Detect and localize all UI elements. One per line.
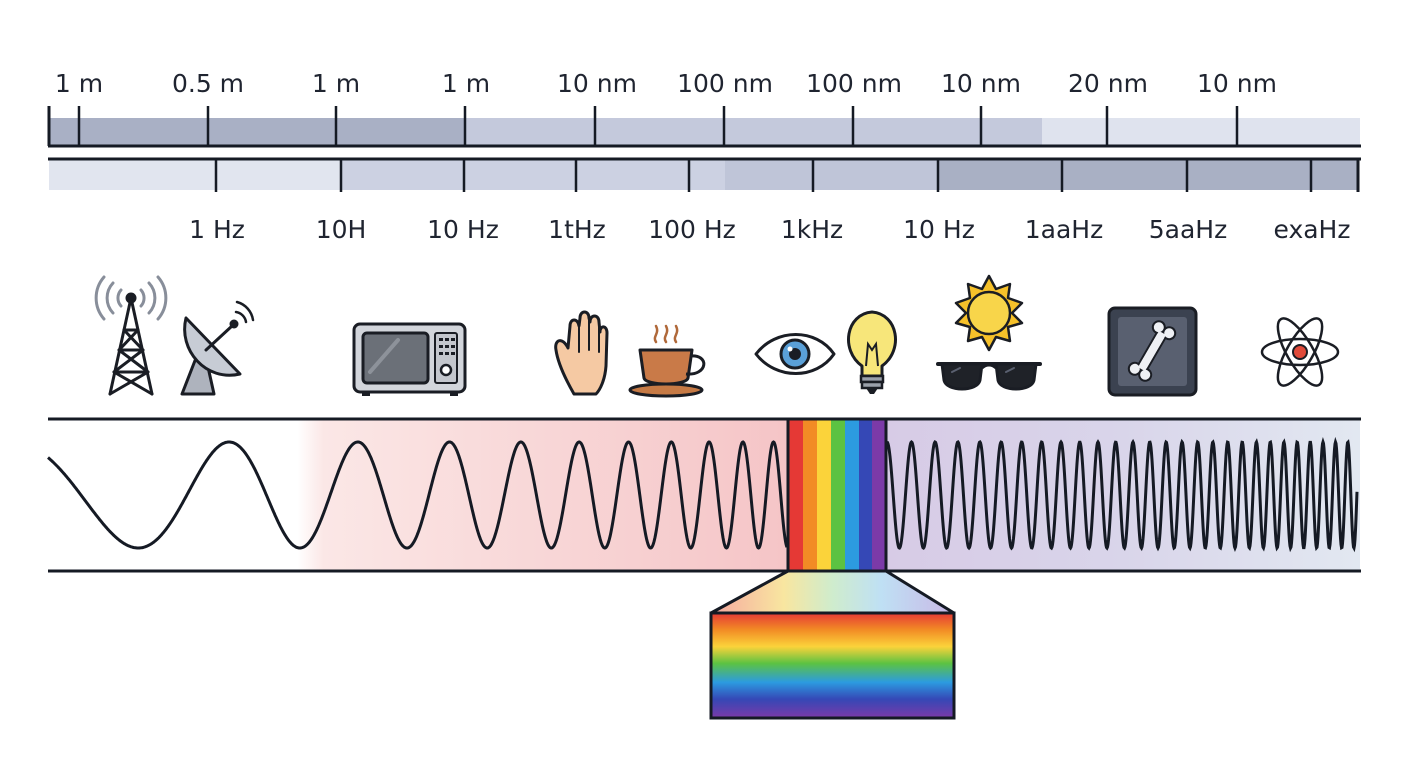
wave-low-frequency xyxy=(47,440,789,550)
hand-icon xyxy=(554,310,609,396)
frequency-label: 1tHz xyxy=(548,215,606,244)
wavelength-label: 1 m xyxy=(442,69,490,98)
wavelength-scale: 1 m 0.5 m 1 m 1 m 10 nm 100 nm 100 nm 10… xyxy=(47,69,1361,148)
wavelength-label: 10 nm xyxy=(1197,69,1277,98)
wavelength-label: 10 nm xyxy=(557,69,637,98)
spectrum-band-indigo xyxy=(859,419,872,571)
xray-bone-icon xyxy=(1107,306,1198,397)
wavelength-label: 20 nm xyxy=(1068,69,1148,98)
frequency-labels: 1 Hz 10H 10 Hz 1tHz 100 Hz 1kHz 10 Hz 1a… xyxy=(189,215,1350,244)
wavelength-bar-light xyxy=(1042,118,1360,146)
wavelength-bar-mid xyxy=(464,118,1042,146)
light-bulb-icon xyxy=(847,310,897,394)
spectrum-band-blue xyxy=(845,419,859,571)
frequency-bar-light xyxy=(49,160,341,190)
frequency-label: 1 Hz xyxy=(189,215,245,244)
spectrum-band-orange xyxy=(803,419,817,571)
frequency-label: exaHz xyxy=(1274,215,1351,244)
frequency-bar-mid2 xyxy=(725,160,938,190)
coffee-cup-icon xyxy=(628,324,706,398)
radio-tower-icon xyxy=(94,275,168,396)
wavelength-label: 1 m xyxy=(312,69,360,98)
visible-spectrum-strip xyxy=(786,417,888,573)
wave-high-frequency xyxy=(886,436,1359,553)
icons-row xyxy=(94,274,1340,398)
prism-funnel xyxy=(709,569,956,615)
spectrum-band-violet xyxy=(872,419,886,571)
wavelength-label: 10 nm xyxy=(941,69,1021,98)
wavelength-bar-dark xyxy=(49,118,464,146)
spectrum-band-red xyxy=(789,419,803,571)
wavelength-label: 0.5 m xyxy=(172,69,244,98)
satellite-dish-icon xyxy=(180,300,255,396)
frequency-label: 5aaHz xyxy=(1149,215,1227,244)
sunglasses-icon xyxy=(936,362,1042,391)
spectrum-band-green xyxy=(831,419,845,571)
wave-band xyxy=(47,417,1361,573)
frequency-label: 100 Hz xyxy=(648,215,736,244)
prism-projection xyxy=(709,569,956,720)
atom-icon xyxy=(1260,317,1340,387)
wavelength-label: 100 nm xyxy=(677,69,773,98)
frequency-bar-mid xyxy=(341,160,725,190)
wavelength-ticks xyxy=(77,106,1239,146)
eye-icon xyxy=(754,333,836,375)
frequency-label: 10 Hz xyxy=(903,215,975,244)
frequency-label: 10 Hz xyxy=(427,215,499,244)
frequency-label: 1kHz xyxy=(781,215,843,244)
frequency-bar-dark xyxy=(938,160,1358,190)
frequency-ticks xyxy=(214,159,1313,192)
frequency-scale: 1 Hz 10H 10 Hz 1tHz 100 Hz 1kHz 10 Hz 1a… xyxy=(48,157,1361,244)
frequency-label: 10H xyxy=(316,215,367,244)
prism-spectrum-box xyxy=(709,611,956,720)
wavelength-labels: 1 m 0.5 m 1 m 1 m 10 nm 100 nm 100 nm 10… xyxy=(55,69,1277,98)
sun-icon xyxy=(954,274,1024,352)
frequency-label: 1aaHz xyxy=(1025,215,1103,244)
microwave-oven-icon xyxy=(352,322,467,396)
wavelength-label: 1 m xyxy=(55,69,103,98)
spectrum-band-yellow xyxy=(817,419,831,571)
wavelength-label: 100 nm xyxy=(806,69,902,98)
